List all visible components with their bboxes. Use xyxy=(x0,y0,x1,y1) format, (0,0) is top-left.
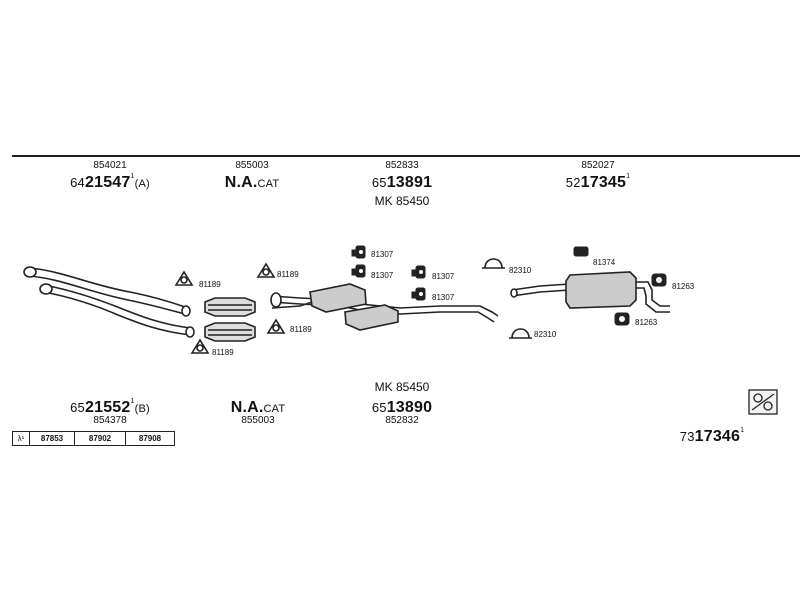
oe-number-front-pipe-b: 854378 xyxy=(93,415,127,426)
part-number-catalyst: N.A.CAT xyxy=(167,174,337,192)
rubber-mount-label: 81307 xyxy=(371,271,394,280)
oe-number-rear-silencer: 852027 xyxy=(581,160,615,171)
part-number-rear-silencer: 52173451 xyxy=(513,173,683,192)
lambda-sensor-cell: 87902 xyxy=(75,432,126,445)
part-suffix: (B) xyxy=(134,403,150,415)
top-divider-line xyxy=(12,155,800,157)
rubber-mount-label: 81263 xyxy=(672,282,695,291)
gasket-label: 81189 xyxy=(212,348,234,357)
oe-number-center-silencer-b: 852832 xyxy=(385,415,419,426)
gasket-label: 81189 xyxy=(277,270,299,279)
part-sup: 1 xyxy=(740,427,745,434)
oe-number-center-silencer: 852833 xyxy=(385,160,419,171)
part-bold: N.A. xyxy=(224,174,258,191)
part-bold: 21552 xyxy=(85,399,131,416)
part-prefix: 65 xyxy=(70,400,85,415)
complete-system-number: 73173461 xyxy=(627,427,797,446)
clamp-label: 82310 xyxy=(534,330,557,339)
part-number-center-silencer-b: 6513890 xyxy=(317,399,487,417)
accessory-kit-icon xyxy=(748,389,778,415)
rubber-mount-label: 81307 xyxy=(371,250,394,259)
oe-number-catalyst-b: 855003 xyxy=(241,415,275,426)
part-sup: 1 xyxy=(626,173,631,180)
part-bold: 13890 xyxy=(386,399,433,416)
part-prefix: 73 xyxy=(679,429,695,444)
part-sup: 1 xyxy=(130,398,135,405)
lambda-symbol: λ¹ xyxy=(13,432,30,445)
part-number-front-pipe-b: 65215521(B) xyxy=(25,398,195,417)
part-bold: 17345 xyxy=(580,174,627,191)
part-sup: 1 xyxy=(130,173,135,180)
part-number-front-pipe: 64215471(A) xyxy=(25,173,195,192)
rubber-mount-label: 81307 xyxy=(432,272,455,281)
mounting-kit-number-bottom: MK 85450 xyxy=(374,380,430,394)
oe-number-front-pipe: 854021 xyxy=(93,160,127,171)
part-number-catalyst-b: N.A.CAT xyxy=(173,399,343,417)
rubber-mount-label: 81307 xyxy=(432,293,455,302)
rubber-mount-label: 81263 xyxy=(635,318,658,327)
part-bold: 17346 xyxy=(694,428,741,445)
part-suffix: CAT xyxy=(257,178,280,190)
part-suffix: CAT xyxy=(263,403,286,415)
clamp-label: 82310 xyxy=(509,266,532,275)
part-prefix: 65 xyxy=(371,175,387,190)
part-prefix: 65 xyxy=(371,400,387,415)
part-prefix: 52 xyxy=(565,175,581,190)
part-suffix: (A) xyxy=(134,178,150,190)
mounting-kit-number: MK 85450 xyxy=(374,194,430,208)
part-bold: 21547 xyxy=(85,174,131,191)
gasket-label: 81189 xyxy=(199,280,221,289)
oe-number-catalyst: 855003 xyxy=(235,160,269,171)
part-prefix: 64 xyxy=(70,175,85,190)
part-bold: 13891 xyxy=(386,174,433,191)
part-number-center-silencer: 6513891 xyxy=(317,174,487,192)
lambda-sensor-cell: 87908 xyxy=(138,434,162,443)
gasket-label: 81189 xyxy=(290,325,312,334)
rubber-mount-label: 81374 xyxy=(593,258,616,267)
lambda-sensor-table: λ¹ 87853 87902 87908 xyxy=(12,431,175,446)
part-bold: N.A. xyxy=(230,399,264,416)
lambda-sensor-cell: 87853 xyxy=(30,432,75,445)
